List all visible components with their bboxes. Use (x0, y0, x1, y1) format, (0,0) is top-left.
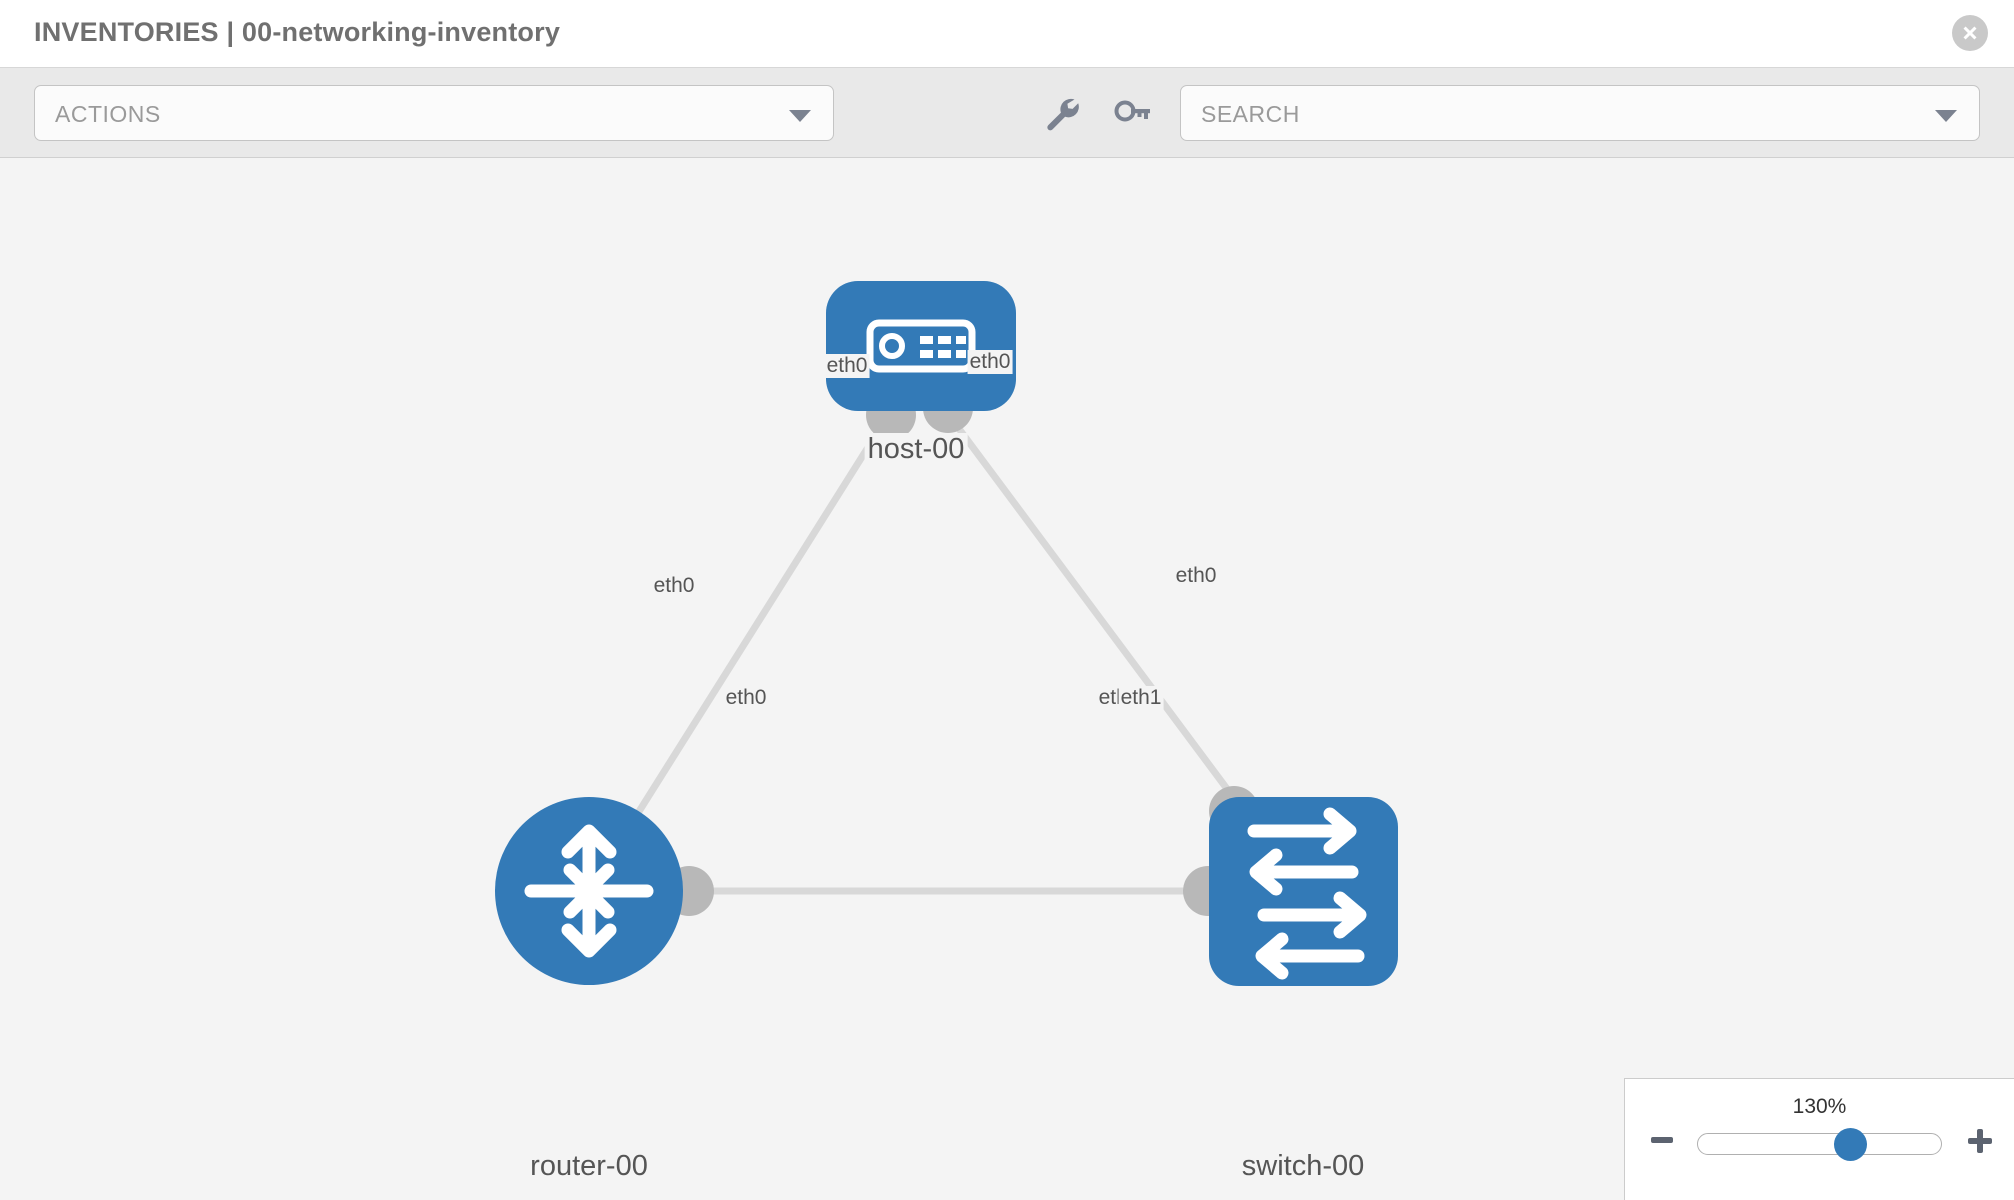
page-title: INVENTORIES | 00-networking-inventory (34, 17, 561, 47)
iface-label: eth0 (1173, 564, 1219, 588)
search-placeholder: SEARCH (1201, 101, 1300, 127)
toolbar: ACTIONS SEARCH (0, 68, 2014, 158)
node-host-00 (826, 281, 1016, 411)
topology-svg (495, 281, 1398, 986)
node-label-router-00: router-00 (527, 1150, 651, 1183)
iface-label: eth0 (967, 350, 1013, 374)
zoom-slider-thumb[interactable] (1834, 1128, 1867, 1161)
iface-label: eth1 (1118, 686, 1164, 710)
node-host-00-shape (826, 281, 1016, 411)
actions-dropdown[interactable]: ACTIONS (34, 85, 834, 141)
node-switch-00-shape (1209, 797, 1398, 986)
wrench-icon[interactable] (1043, 96, 1083, 132)
chevron-down-icon[interactable] (1935, 110, 1957, 122)
node-label-switch-00: switch-00 (1238, 1150, 1368, 1183)
close-icon[interactable] (1952, 15, 1988, 51)
iface-label: eth0 (651, 574, 697, 598)
iface-label: eth0 (723, 686, 769, 710)
switch-arrows-icon (1247, 807, 1367, 980)
page-header: INVENTORIES | 00-networking-inventory (0, 0, 2014, 68)
node-switch-00 (1209, 797, 1398, 986)
topology-canvas[interactable]: eth0 eth0 eth0 eth0 eth0 eth0 eth1 host-… (0, 158, 2014, 1200)
zoom-level-value: 130% (1792, 1095, 1847, 1118)
actions-dropdown-label: ACTIONS (55, 101, 161, 127)
router-arrows-icon (524, 824, 654, 958)
server-icon (866, 319, 976, 373)
search-input[interactable]: SEARCH (1180, 85, 1980, 141)
plus-icon[interactable] (1966, 1127, 1994, 1160)
node-label-host-00: host-00 (864, 433, 968, 466)
link-host-router (586, 369, 919, 893)
zoom-control-panel: 130% (1624, 1078, 2014, 1200)
key-icon[interactable] (1113, 96, 1153, 132)
chevron-down-icon (789, 110, 811, 122)
iface-label: eth0 (824, 354, 870, 378)
node-router-00 (495, 797, 683, 985)
minus-icon[interactable] (1649, 1127, 1675, 1158)
zoom-slider[interactable] (1697, 1133, 1942, 1155)
